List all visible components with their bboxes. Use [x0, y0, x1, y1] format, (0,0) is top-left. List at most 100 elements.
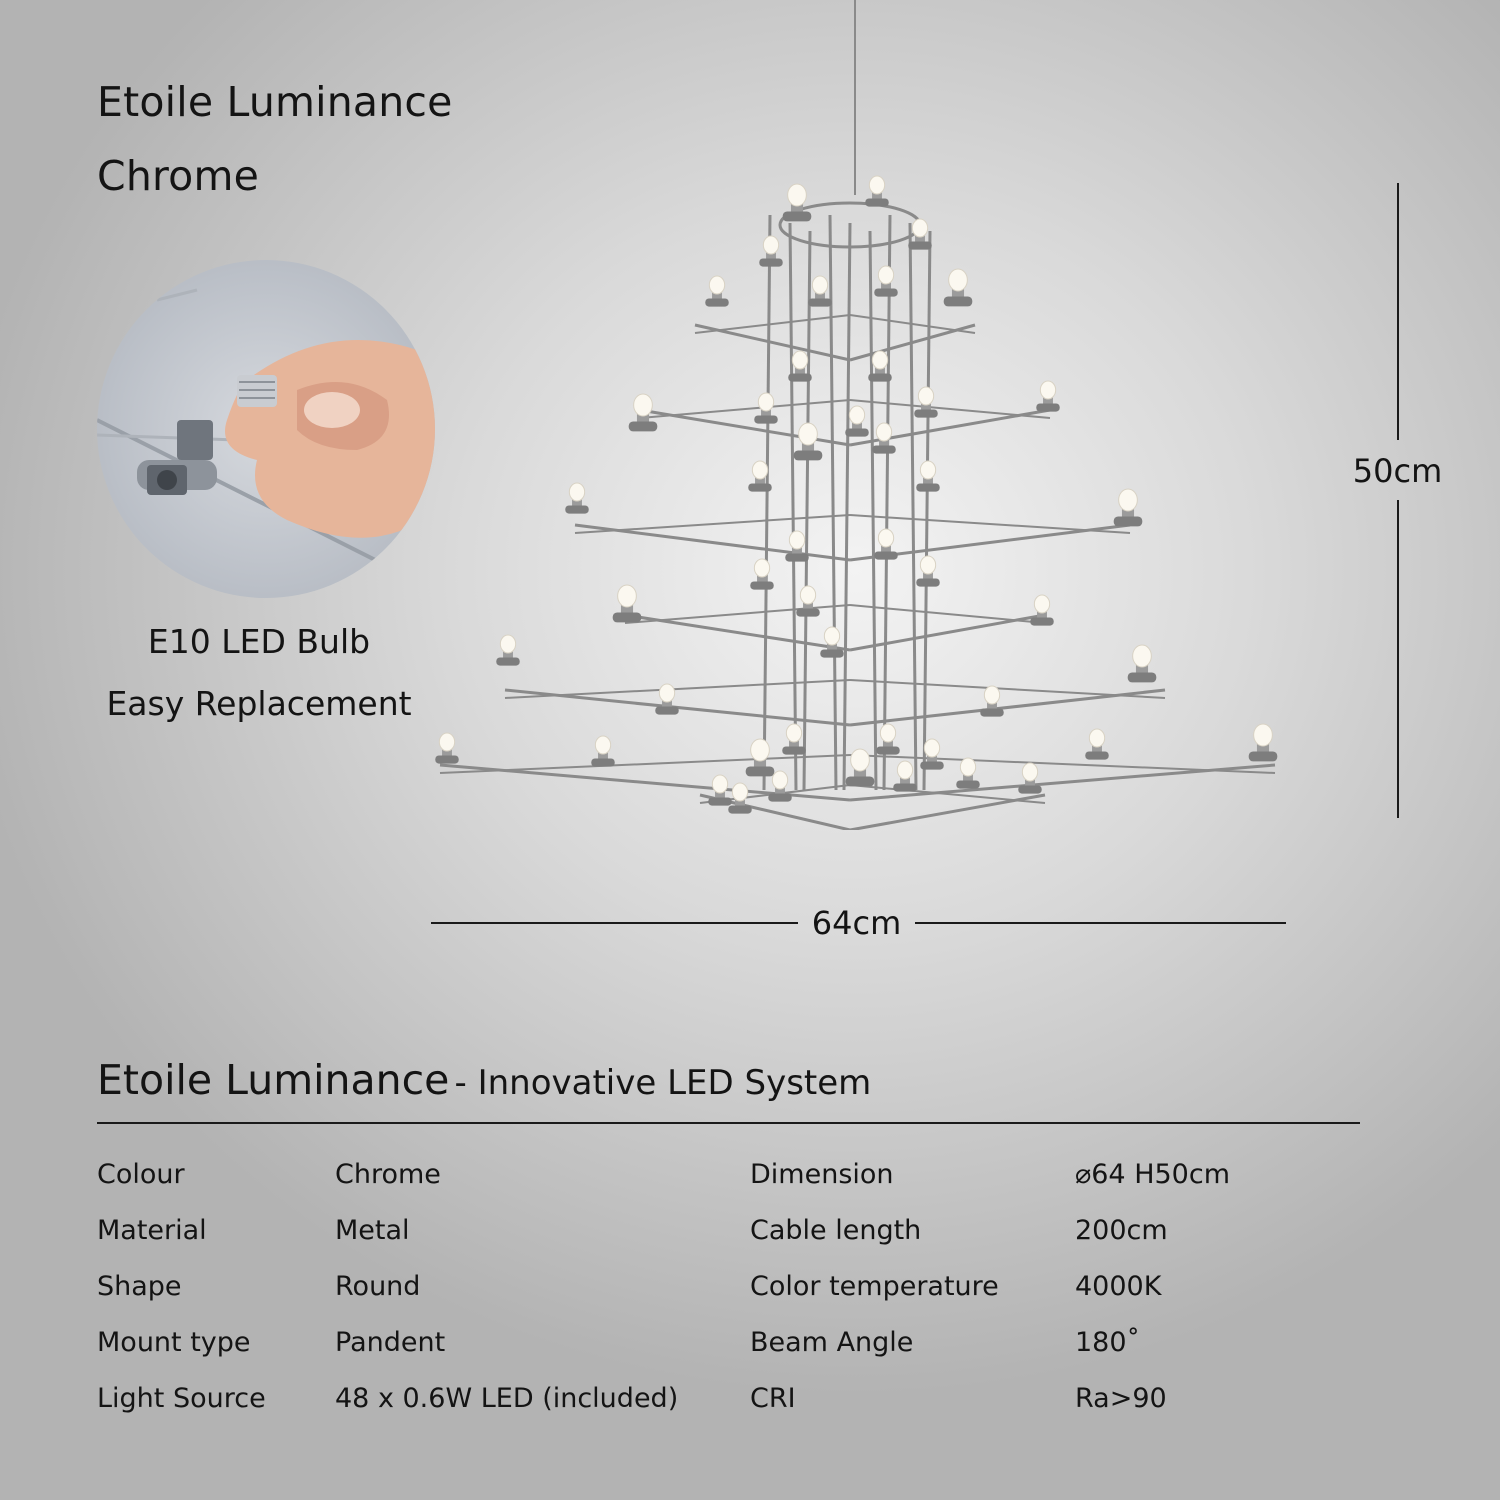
height-dimension-line-bottom — [1397, 500, 1399, 818]
led-bulb-icon — [865, 175, 889, 207]
led-bulb-icon — [565, 482, 589, 514]
led-bulb-icon — [496, 634, 520, 666]
led-bulb-icon — [1248, 723, 1278, 762]
chrome-rod — [849, 784, 1046, 804]
led-bulb-icon — [728, 782, 752, 814]
chrome-rod — [849, 754, 1276, 774]
led-bulb-icon — [845, 405, 869, 437]
bulb-caption-feature: Easy Replacement — [106, 684, 412, 723]
bulb-detail-illustration — [97, 288, 435, 592]
chrome-rod — [802, 230, 812, 791]
led-bulb-icon — [1127, 644, 1157, 683]
led-bulb-icon — [785, 530, 809, 562]
led-bulb-icon — [435, 732, 459, 764]
chrome-rod — [639, 399, 851, 419]
led-bulb-icon — [874, 265, 898, 297]
spec-value: Metal — [335, 1215, 410, 1246]
led-bulb-icon — [914, 386, 938, 418]
spec-label: Beam Angle — [750, 1327, 914, 1358]
led-bulb-icon — [782, 183, 812, 222]
spec-label: Dimension — [750, 1159, 894, 1190]
led-bulb-icon — [1018, 762, 1042, 794]
width-dimension-line-right — [915, 922, 1286, 924]
chrome-rod — [868, 230, 878, 791]
spec-label: Mount type — [97, 1327, 251, 1358]
spec-value: 180˚ — [1075, 1327, 1141, 1358]
led-bulb-icon — [872, 422, 896, 454]
chrome-rod — [504, 679, 851, 699]
spec-row: Colour Chrome Dimension ⌀64 H50cm — [0, 1159, 1500, 1215]
spec-row: Material Metal Cable length 200cm — [0, 1215, 1500, 1271]
spec-heading-sub: - Innovative LED System — [454, 1063, 872, 1103]
chandelier-illustration — [435, 0, 1278, 830]
led-bulb-icon — [916, 555, 940, 587]
spec-heading: Etoile Luminance - Innovative LED System — [97, 1056, 871, 1104]
spec-label: Shape — [97, 1271, 182, 1302]
led-bulb-icon — [868, 350, 892, 382]
chrome-rod — [849, 399, 1051, 419]
led-bulb-icon — [705, 275, 729, 307]
chrome-rod — [694, 314, 851, 334]
chrome-rod — [882, 214, 892, 791]
spec-row: Shape Round Color temperature 4000K — [0, 1271, 1500, 1327]
led-bulb-icon — [788, 350, 812, 382]
led-bulb-icon — [591, 735, 615, 767]
led-bulb-icon — [759, 235, 783, 267]
bulb-detail-photo — [97, 260, 435, 598]
led-bulb-icon — [793, 422, 823, 461]
spec-label: Material — [97, 1215, 207, 1246]
bulb-caption-type: E10 LED Bulb — [147, 622, 371, 661]
chrome-rod — [574, 514, 851, 534]
led-bulb-icon — [908, 218, 932, 250]
width-dimension-line-left — [431, 922, 798, 924]
spec-heading-main: Etoile Luminance — [97, 1056, 450, 1104]
chandelier-bulbs — [435, 175, 1278, 814]
spec-row: Mount type Pandent Beam Angle 180˚ — [0, 1327, 1500, 1383]
chrome-rod — [762, 214, 772, 791]
chrome-rod — [849, 679, 1166, 699]
chrome-rod — [849, 314, 976, 334]
spec-label: Light Source — [97, 1383, 266, 1414]
led-bulb-icon — [1036, 380, 1060, 412]
led-bulb-icon — [874, 528, 898, 560]
led-bulb-icon — [782, 723, 806, 755]
led-bulb-icon — [745, 738, 775, 777]
led-bulb-icon — [1113, 488, 1143, 527]
led-bulb-icon — [768, 770, 792, 802]
led-bulb-icon — [612, 584, 642, 623]
spec-value: 200cm — [1075, 1215, 1168, 1246]
led-bulb-icon — [796, 585, 820, 617]
spec-value: Pandent — [335, 1327, 446, 1358]
chrome-rod — [849, 514, 1131, 534]
spec-value: Chrome — [335, 1159, 441, 1190]
height-dimension-line-top — [1397, 183, 1399, 440]
led-bulb-icon — [920, 738, 944, 770]
led-bulb-icon — [1085, 728, 1109, 760]
spec-label: Color temperature — [750, 1271, 999, 1302]
spec-value: 48 x 0.6W LED (included) — [335, 1383, 679, 1414]
led-bulb-icon — [750, 558, 774, 590]
spec-value: ⌀64 H50cm — [1075, 1159, 1230, 1190]
chrome-rod — [828, 214, 838, 791]
chrome-rod — [922, 230, 932, 791]
led-bulb-icon — [820, 626, 844, 658]
spec-value: Ra>90 — [1075, 1383, 1167, 1414]
chandelier-rods — [439, 0, 1276, 830]
chrome-rod — [908, 222, 918, 791]
led-bulb-icon — [943, 268, 973, 307]
led-bulb-icon — [893, 760, 917, 792]
led-bulb-icon — [1030, 594, 1054, 626]
spec-label: Colour — [97, 1159, 185, 1190]
led-bulb-icon — [655, 683, 679, 715]
height-dimension-label: 50cm — [1352, 452, 1443, 490]
spec-value: 4000K — [1075, 1271, 1162, 1302]
chrome-rod — [842, 222, 852, 791]
led-bulb-icon — [956, 757, 980, 789]
led-bulb-icon — [748, 460, 772, 492]
chrome-rod — [439, 754, 851, 774]
spec-value: Round — [335, 1271, 421, 1302]
led-bulb-icon — [916, 460, 940, 492]
chrome-rod — [788, 222, 798, 791]
led-bulb-icon — [628, 393, 658, 432]
led-bulb-icon — [876, 723, 900, 755]
